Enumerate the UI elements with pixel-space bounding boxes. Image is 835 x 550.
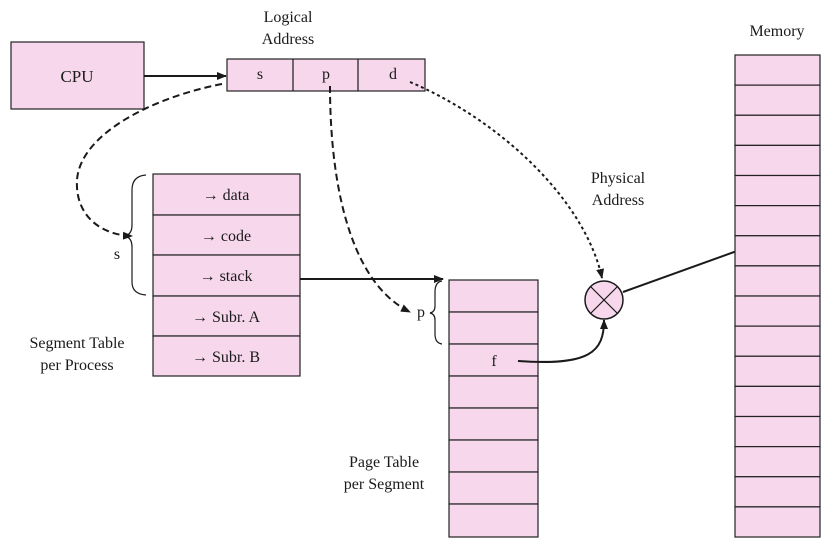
frame-number-label: f: [491, 353, 497, 370]
page-table-row: [448, 311, 539, 345]
offset-field: d: [389, 66, 397, 83]
offset-to-combiner-arrow: [409, 81, 604, 279]
segment-field: s: [257, 66, 263, 83]
segment-entry-label: → stack: [200, 268, 253, 285]
page-table-row: [448, 503, 539, 538]
segment-table-caption-line1: Segment Table: [29, 335, 124, 352]
memory-title: Memory: [749, 23, 804, 40]
memory-frame: [734, 114, 821, 146]
memory-frame: [734, 265, 821, 297]
page-table-caption-line1: Page Table: [349, 454, 419, 471]
page-number-lookup-arrow: [329, 85, 411, 313]
segment-table-caption-line2: per Process: [40, 357, 113, 374]
memory-frame: [734, 205, 821, 237]
memory-frame: [734, 385, 821, 418]
segment-entry-label: → Subr. A: [192, 309, 260, 326]
page-index-brace: [429, 280, 443, 345]
address-combiner-icon: [584, 280, 624, 320]
physical-address-line2: Address: [592, 192, 644, 209]
logical-address-title-line2: Address: [262, 31, 314, 48]
page-table-row: [448, 439, 539, 473]
logical-address-register: [226, 58, 426, 92]
memory-frame: [734, 144, 821, 177]
memory-frame: [734, 415, 821, 448]
page-field: p: [322, 66, 330, 83]
frame-to-combiner-arrow: [517, 319, 608, 363]
segment-entry-label: → code: [201, 228, 251, 245]
memory-frame: [734, 174, 821, 207]
segment-number-lookup-arrow: [75, 83, 223, 240]
memory-frame: [734, 506, 821, 538]
page-table: [448, 279, 539, 538]
page-table-row: [448, 279, 539, 313]
memory-frame: [734, 325, 821, 357]
memory-frame: [734, 446, 821, 478]
page-table-caption-line2: per Segment: [344, 476, 425, 493]
segment-entry-label: → Subr. B: [192, 349, 260, 366]
memory-frame: [734, 235, 821, 267]
memory-block: [734, 54, 821, 538]
segment-table: [152, 173, 301, 377]
memory-frame: [734, 476, 821, 508]
memory-frame: [734, 84, 821, 116]
cpu-label: CPU: [60, 67, 93, 86]
segment-entry: [152, 335, 301, 377]
cpu-box: [10, 41, 145, 110]
logical-address-title-line1: Logical: [264, 9, 313, 26]
physical-address-line1: Physical: [591, 170, 646, 187]
segment-index-label: s: [114, 246, 120, 263]
memory-frame: [734, 295, 821, 327]
page-table-row: [448, 407, 539, 441]
memory-frame: [734, 355, 821, 387]
segment-entry: [152, 173, 301, 216]
memory-frame: [734, 54, 821, 86]
page-table-row: [448, 471, 539, 505]
segment-entry-label: → data: [203, 187, 250, 204]
page-index-label: p: [417, 304, 425, 321]
physical-address-to-memory-arrow: [622, 246, 749, 293]
page-table-row: [448, 343, 539, 377]
page-table-row: [448, 375, 539, 409]
